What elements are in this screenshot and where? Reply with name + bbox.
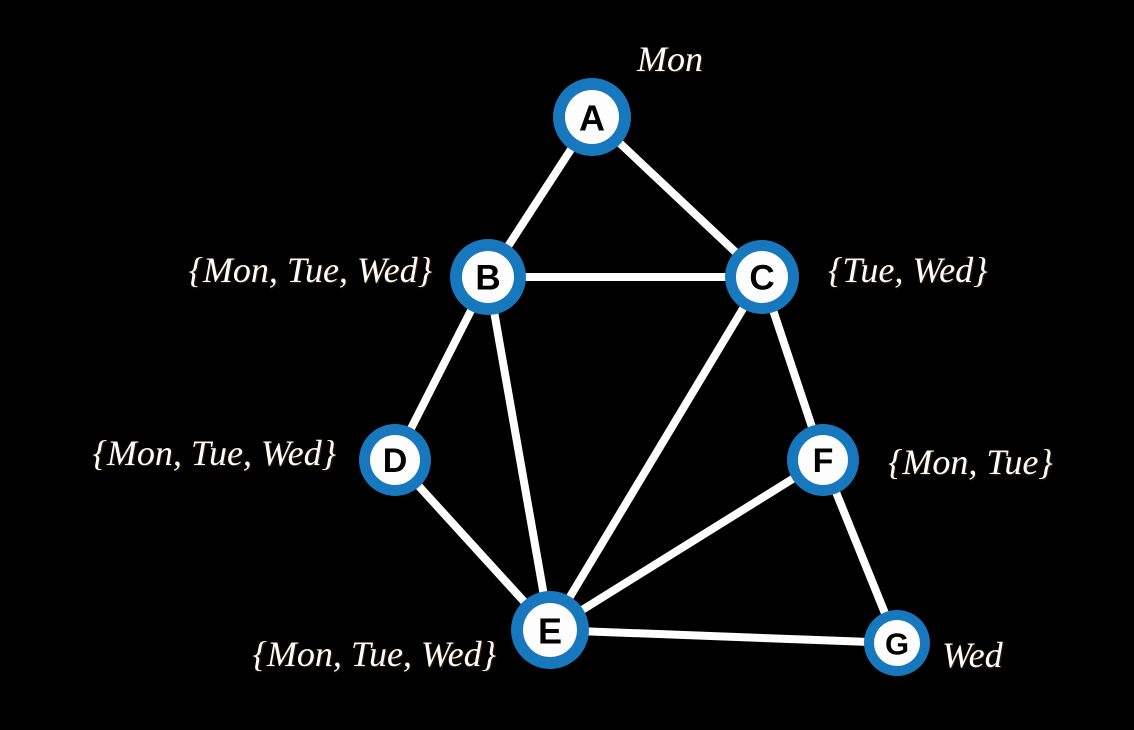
node-letter-f: F	[813, 442, 834, 480]
node-fill-a	[565, 90, 619, 144]
graph-edge-e-f	[546, 456, 827, 634]
node-letter-d: D	[383, 442, 408, 480]
node-fill-d	[370, 435, 420, 485]
node-fill-g	[874, 620, 920, 666]
graph-node-b[interactable]: B	[450, 239, 526, 315]
node-letter-e: E	[538, 611, 562, 652]
node-fill-e	[523, 603, 577, 657]
nodes-group: A B C D F E G	[359, 78, 930, 676]
node-fill-b	[462, 251, 514, 303]
graph-node-g[interactable]: G	[864, 610, 930, 676]
graph-edge-e-g	[546, 626, 901, 647]
graph-node-c[interactable]: C	[725, 240, 799, 314]
domain-label-e: {Mon, Tue, Wed}	[252, 634, 496, 674]
node-letter-c: C	[749, 259, 774, 298]
graph-node-a[interactable]: A	[553, 78, 631, 156]
domain-label-c: {Tue, Wed}	[828, 250, 988, 290]
domain-label-d: {Mon, Tue, Wed}	[92, 433, 336, 473]
graph-node-d[interactable]: D	[359, 424, 431, 496]
node-letter-a: A	[579, 98, 605, 139]
domain-label-b: {Mon, Tue, Wed}	[188, 250, 432, 290]
graph-node-f[interactable]: F	[787, 424, 859, 496]
domain-label-f: {Mon, Tue}	[888, 442, 1053, 482]
domain-label-a: Mon	[637, 39, 703, 79]
node-fill-c	[736, 251, 788, 303]
edges-group	[391, 113, 901, 647]
node-letter-b: B	[475, 259, 500, 298]
node-letter-g: G	[885, 627, 909, 662]
graph-edge-c-e	[546, 273, 766, 634]
graph-node-e[interactable]: E	[511, 591, 589, 669]
graph-edge-b-e	[484, 273, 554, 634]
domain-label-g: Wed	[942, 635, 1003, 675]
node-fill-f	[798, 435, 848, 485]
